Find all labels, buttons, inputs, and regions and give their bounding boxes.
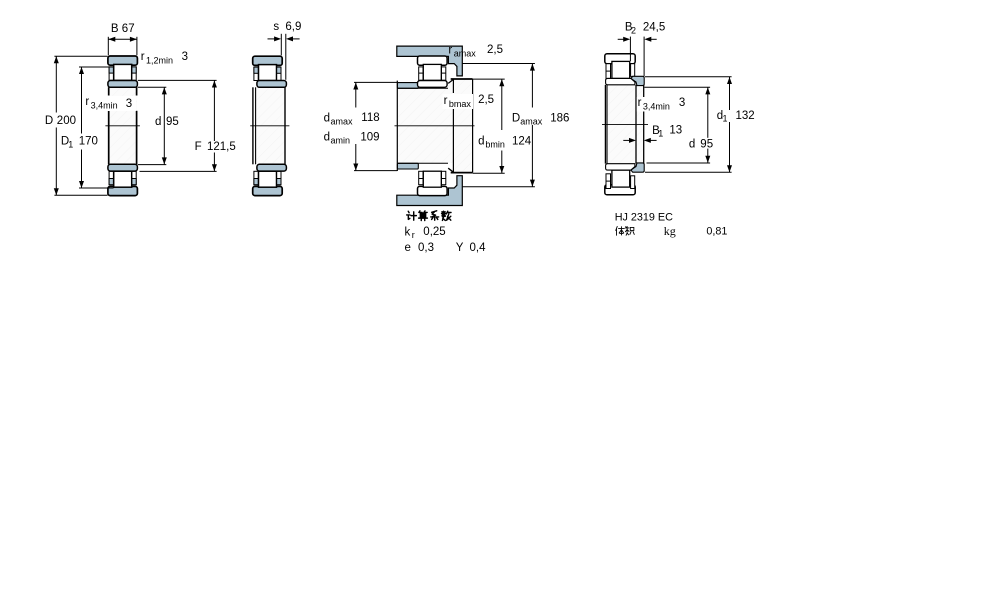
svg-text:d: d [478, 135, 484, 147]
svg-text:B: B [652, 125, 660, 137]
svg-text:0,4: 0,4 [470, 242, 487, 254]
svg-text:13: 13 [669, 125, 682, 137]
svg-text:r: r [448, 44, 452, 56]
svg-text:1: 1 [658, 129, 663, 139]
svg-text:0,3: 0,3 [418, 242, 434, 254]
svg-text:bmax: bmax [449, 99, 472, 109]
svg-text:109: 109 [360, 132, 379, 144]
svg-text:24,5: 24,5 [643, 21, 665, 33]
svg-text:D: D [45, 115, 53, 127]
svg-text:D: D [512, 112, 520, 124]
svg-text:1: 1 [723, 114, 728, 124]
svg-text:D: D [61, 136, 69, 148]
svg-text:Y: Y [456, 242, 464, 254]
svg-text:amin: amin [331, 136, 351, 146]
svg-text:amax: amax [454, 48, 477, 58]
svg-text:B: B [111, 23, 119, 35]
svg-text:bmin: bmin [485, 139, 505, 149]
svg-text:3,4min: 3,4min [643, 101, 670, 111]
svg-text:r: r [444, 95, 448, 107]
svg-text:0,81: 0,81 [706, 226, 727, 238]
svg-text:2,5: 2,5 [478, 94, 494, 106]
svg-text:d: d [324, 112, 330, 124]
svg-text:6,9: 6,9 [285, 21, 301, 33]
svg-text:3: 3 [182, 51, 188, 63]
svg-text:HJ 2319 EC: HJ 2319 EC [615, 212, 673, 224]
svg-text:kg: kg [664, 224, 676, 238]
svg-text:d: d [717, 110, 723, 122]
svg-text:67: 67 [122, 23, 135, 35]
svg-text:r: r [638, 97, 642, 109]
svg-text:186: 186 [550, 112, 569, 124]
svg-text:132: 132 [736, 110, 755, 122]
svg-text:B: B [625, 21, 633, 33]
svg-text:200: 200 [57, 115, 76, 127]
svg-text:1,2min: 1,2min [146, 55, 173, 65]
svg-text:2: 2 [631, 25, 636, 35]
svg-text:124: 124 [512, 135, 532, 147]
svg-text:1: 1 [68, 140, 73, 150]
svg-text:170: 170 [79, 136, 98, 148]
svg-text:d: d [155, 116, 161, 128]
svg-text:s: s [273, 21, 279, 33]
svg-text:95: 95 [700, 138, 713, 150]
svg-text:d: d [324, 132, 330, 144]
svg-text:r: r [85, 96, 89, 108]
svg-text:3,4min: 3,4min [91, 100, 118, 110]
svg-text:0,25: 0,25 [423, 226, 445, 238]
svg-text:amax: amax [520, 116, 543, 126]
svg-text:118: 118 [361, 112, 379, 124]
svg-text:F: F [195, 141, 202, 153]
svg-text:2,5: 2,5 [487, 44, 503, 56]
svg-text:3: 3 [679, 97, 685, 109]
svg-text:d: d [689, 138, 695, 150]
svg-text:r: r [412, 230, 415, 240]
svg-text:121,5: 121,5 [207, 141, 236, 153]
svg-text:r: r [141, 51, 145, 63]
svg-text:e: e [405, 242, 411, 254]
svg-text:95: 95 [166, 116, 179, 128]
svg-text:amax: amax [331, 116, 354, 126]
svg-text:k: k [405, 226, 411, 238]
svg-text:3: 3 [126, 98, 132, 110]
